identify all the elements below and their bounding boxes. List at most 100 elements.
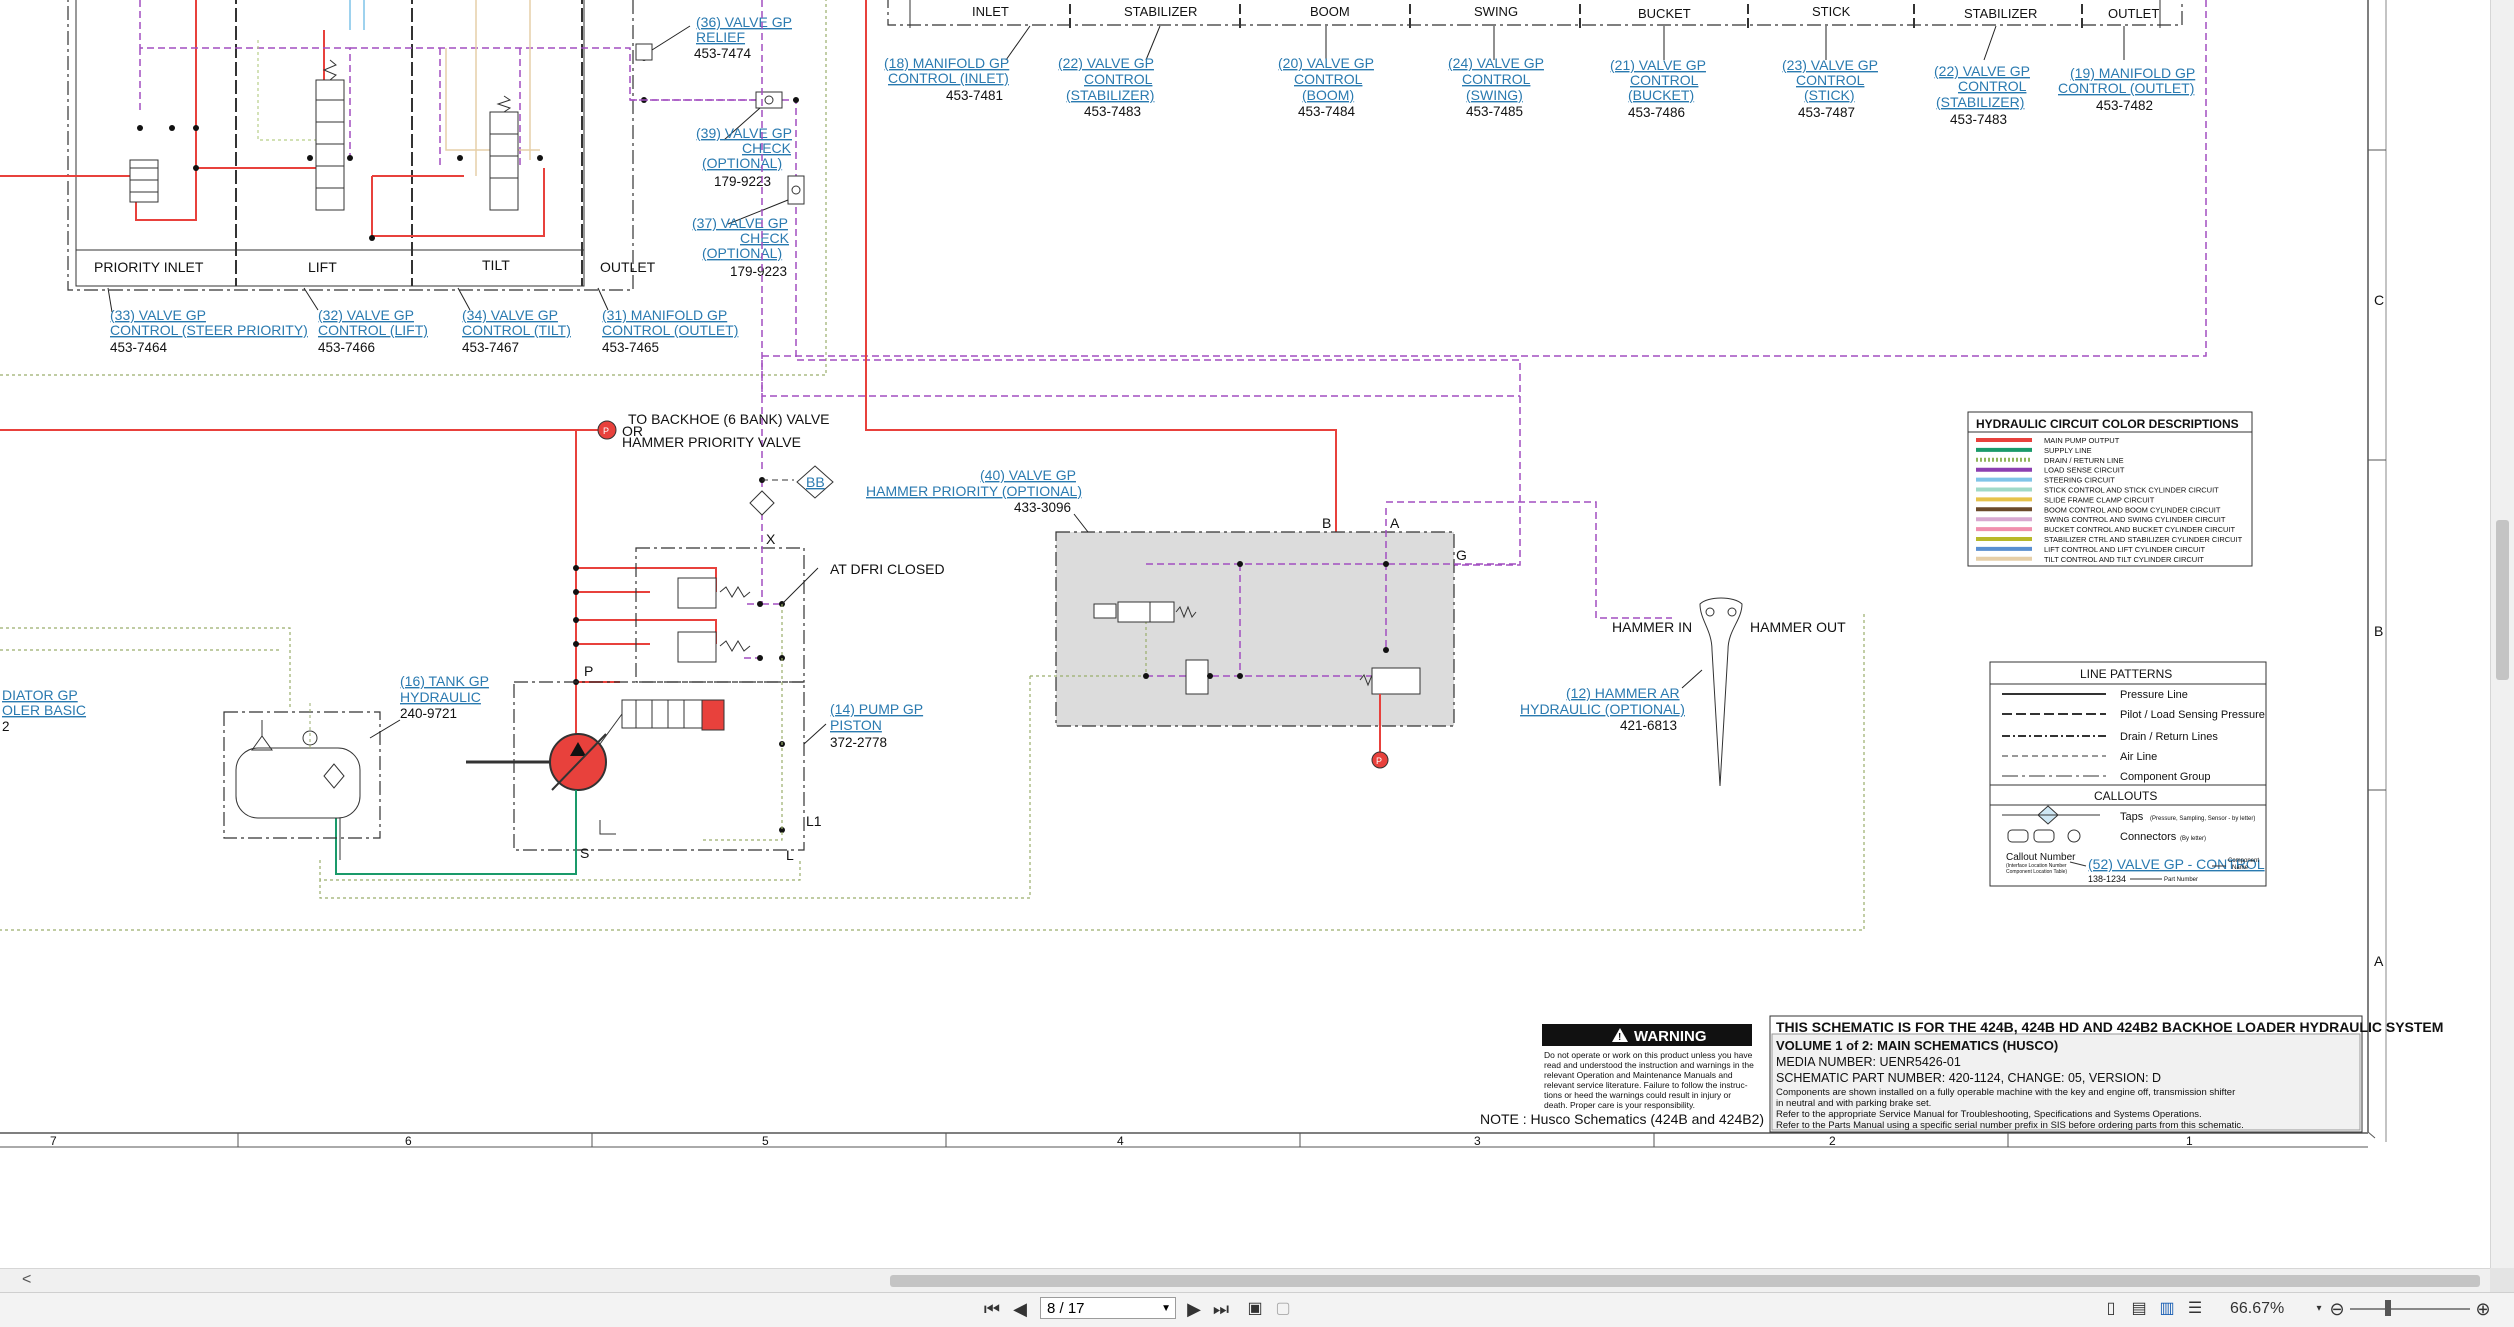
- bh-section-stick: STICK: [1812, 4, 1851, 19]
- callout-16[interactable]: (16) TANK GP HYDRAULIC 240-9721: [400, 673, 489, 721]
- scroll-left-icon[interactable]: <: [22, 1271, 32, 1288]
- svg-text:PISTON: PISTON: [830, 717, 882, 733]
- svg-text:CHECK: CHECK: [742, 140, 792, 156]
- horizontal-scroll-thumb[interactable]: [890, 1275, 2480, 1287]
- section-tilt: TILT: [482, 257, 510, 273]
- facing-view-icon[interactable]: ▥: [2159, 1300, 2175, 1317]
- callout-radiator[interactable]: DIATOR GP OLER BASIC 2: [2, 687, 86, 734]
- callout-39[interactable]: (39) VALVE GP CHECK (OPTIONAL) 179-9223: [696, 125, 792, 189]
- bh-section-outlet: OUTLET: [2108, 6, 2159, 21]
- callout-22-stabilizer-2[interactable]: (22) VALVE GP CONTROL (STABILIZER) 453-7…: [1934, 63, 2030, 127]
- svg-text:(32) VALVE GP: (32) VALVE GP: [318, 307, 414, 323]
- svg-text:453-7483: 453-7483: [1950, 112, 2007, 127]
- last-page-button[interactable]: ⏭: [1212, 1299, 1230, 1319]
- pump-tank-group: P BB X P S L: [0, 0, 1865, 931]
- svg-text:453-7484: 453-7484: [1298, 104, 1356, 119]
- label-hammer-in: HAMMER IN: [1612, 619, 1692, 635]
- grid-col-4: 4: [1117, 1134, 1124, 1148]
- callout-14[interactable]: (14) PUMP GP PISTON 372-2778: [830, 701, 923, 750]
- callout-20[interactable]: (20) VALVE GP CONTROL (BOOM) 453-7484: [1278, 55, 1374, 119]
- pattern-pilot: Pilot / Load Sensing Pressure: [2120, 709, 2265, 721]
- callout-22-stabilizer[interactable]: (22) VALVE GP CONTROL (STABILIZER) 453-7…: [1058, 55, 1154, 119]
- callout-18[interactable]: (18) MANIFOLD GP CONTROL (INLET) 453-748…: [884, 55, 1009, 103]
- svg-text:(12) HAMMER AR: (12) HAMMER AR: [1566, 685, 1680, 701]
- callout-24[interactable]: (24) VALVE GP CONTROL (SWING) 453-7485: [1448, 55, 1544, 119]
- zoom-dropdown-icon[interactable]: ▾: [2316, 1303, 2322, 1314]
- pattern-pressure: Pressure Line: [2120, 689, 2188, 701]
- callout-36[interactable]: (36) VALVE GP RELIEF 453-7474: [694, 14, 792, 61]
- callout-33[interactable]: (33) VALVE GP CONTROL (STEER PRIORITY) 4…: [110, 307, 308, 355]
- callout-31[interactable]: (31) MANIFOLD GP CONTROL (OUTLET) 453-74…: [602, 307, 738, 355]
- callout-37[interactable]: (37) VALVE GP CHECK (OPTIONAL) 179-9223: [692, 215, 790, 279]
- callout-12[interactable]: (12) HAMMER AR HYDRAULIC (OPTIONAL) 421-…: [1520, 685, 1685, 733]
- first-page-button[interactable]: ⏮: [983, 1299, 1001, 1319]
- grid-row-a: A: [2374, 953, 2384, 969]
- callout-number-label: Callout Number: [2006, 852, 2076, 863]
- page-number-value: 8 / 17: [1047, 1300, 1085, 1317]
- svg-text:453-7483: 453-7483: [1084, 104, 1141, 119]
- section-lift: LIFT: [308, 259, 337, 275]
- zoom-slider[interactable]: [2350, 1308, 2470, 1310]
- line-patterns-legend: LINE PATTERNS CALLOUTS Pressure Line Pil…: [1989, 661, 2267, 887]
- callout-40[interactable]: (40) VALVE GP HAMMER PRIORITY (OPTIONAL)…: [866, 467, 1082, 515]
- zoom-level[interactable]: 66.67%: [2230, 1300, 2285, 1317]
- grid-col-5: 5: [762, 1134, 769, 1148]
- next-page-button[interactable]: ▶: [1187, 1299, 1201, 1319]
- callouts-title: CALLOUTS: [2094, 789, 2157, 803]
- svg-text:179-9223: 179-9223: [714, 174, 771, 189]
- svg-text:(36) VALVE GP: (36) VALVE GP: [696, 14, 792, 30]
- warning-line-4: relevant service literature. Failure to …: [1544, 1080, 1748, 1090]
- legend-label: STEERING CIRCUIT: [2044, 476, 2115, 485]
- callout-21[interactable]: (21) VALVE GP CONTROL (BUCKET) 453-7486: [1610, 57, 1706, 120]
- chevron-down-icon[interactable]: ▼: [1161, 1303, 1171, 1314]
- svg-text:CONTROL (OUTLET): CONTROL (OUTLET): [602, 322, 738, 338]
- legend-label: DRAIN / RETURN LINE: [2044, 456, 2124, 465]
- warning-line-5: tions or heed the warnings could result …: [1544, 1090, 1731, 1100]
- callout-connectors: Connectors: [2120, 831, 2177, 843]
- viewer-toolbar: ⏮ ◀ 8 / 17 ▼ ▶ ⏭ ▣ ▢ ▯ ▤ ▥ ☰ 66.67% ▾ ⊖ ⊕: [0, 1292, 2514, 1327]
- tap-bb[interactable]: BB: [806, 474, 825, 490]
- grid-row-c: C: [2374, 292, 2384, 308]
- callout-32[interactable]: (32) VALVE GP CONTROL (LIFT) 453-7466: [318, 307, 428, 355]
- color-legend-title: HYDRAULIC CIRCUIT COLOR DESCRIPTIONS: [1976, 417, 2239, 431]
- svg-text:240-9721: 240-9721: [400, 706, 457, 721]
- single-page-view-icon[interactable]: ▯: [2106, 1300, 2116, 1317]
- callout-23[interactable]: (23) VALVE GP CONTROL (STICK) 453-7487: [1782, 57, 1878, 120]
- zoom-in-icon[interactable]: ⊕: [2475, 1299, 2491, 1319]
- callout-34[interactable]: (34) VALVE GP CONTROL (TILT) 453-7467: [462, 307, 571, 355]
- page-number-field[interactable]: 8 / 17 ▼: [1040, 1297, 1176, 1319]
- svg-text:(34) VALVE GP: (34) VALVE GP: [462, 307, 558, 323]
- bh-section-inlet: INLET: [972, 4, 1009, 19]
- hammer-tap-p: P: [1376, 756, 1382, 766]
- insert-page-icon[interactable]: ▣: [1247, 1300, 1263, 1317]
- previous-page-button[interactable]: ◀: [1013, 1299, 1027, 1319]
- callout-connectors-note: (By letter): [2180, 836, 2206, 842]
- hammer-priority-valve: P B A G: [1030, 501, 1672, 769]
- bh-section-boom: BOOM: [1310, 4, 1350, 19]
- port-b: B: [1322, 515, 1331, 531]
- note-backhoe-2: OR: [622, 423, 643, 439]
- cover-view-icon[interactable]: ☰: [2187, 1300, 2203, 1317]
- continuous-view-icon[interactable]: ▤: [2131, 1300, 2147, 1317]
- zoom-out-icon[interactable]: ⊖: [2329, 1299, 2345, 1319]
- svg-text:(19) MANIFOLD GP: (19) MANIFOLD GP: [2070, 65, 2195, 81]
- svg-text:(OPTIONAL): (OPTIONAL): [702, 155, 782, 171]
- vertical-scroll-thumb[interactable]: [2496, 520, 2509, 680]
- legend-component-label: Component: [2228, 858, 2259, 864]
- port-l1: L1: [806, 813, 822, 829]
- delete-page-icon[interactable]: ▢: [1275, 1300, 1291, 1317]
- callout-taps-note: (Pressure, Sampling, Sensor - by letter): [2150, 816, 2255, 822]
- line-patterns-title: LINE PATTERNS: [2080, 667, 2172, 681]
- svg-text:CONTROL: CONTROL: [1294, 71, 1363, 87]
- horizontal-scrollbar[interactable]: <: [0, 1268, 2490, 1293]
- warning-line-1: Do not operate or work on this product u…: [1544, 1050, 1753, 1060]
- callout-example: (52) VALVE GP - CONTROL: [2088, 856, 2265, 872]
- grid-col-7: 7: [50, 1134, 57, 1148]
- svg-text:(24) VALVE GP: (24) VALVE GP: [1448, 55, 1544, 71]
- label-hammer-out: HAMMER OUT: [1750, 619, 1846, 635]
- callout-19[interactable]: (19) MANIFOLD GP CONTROL (OUTLET) 453-74…: [2058, 65, 2195, 113]
- title-line-4: SCHEMATIC PART NUMBER: 420-1124, CHANGE:…: [1776, 1071, 2161, 1085]
- vertical-scrollbar[interactable]: [2490, 0, 2514, 1268]
- document-viewport[interactable]: C B A 7 6 5 4 3 2 1: [0, 0, 2490, 1268]
- zoom-slider-knob[interactable]: [2385, 1300, 2391, 1316]
